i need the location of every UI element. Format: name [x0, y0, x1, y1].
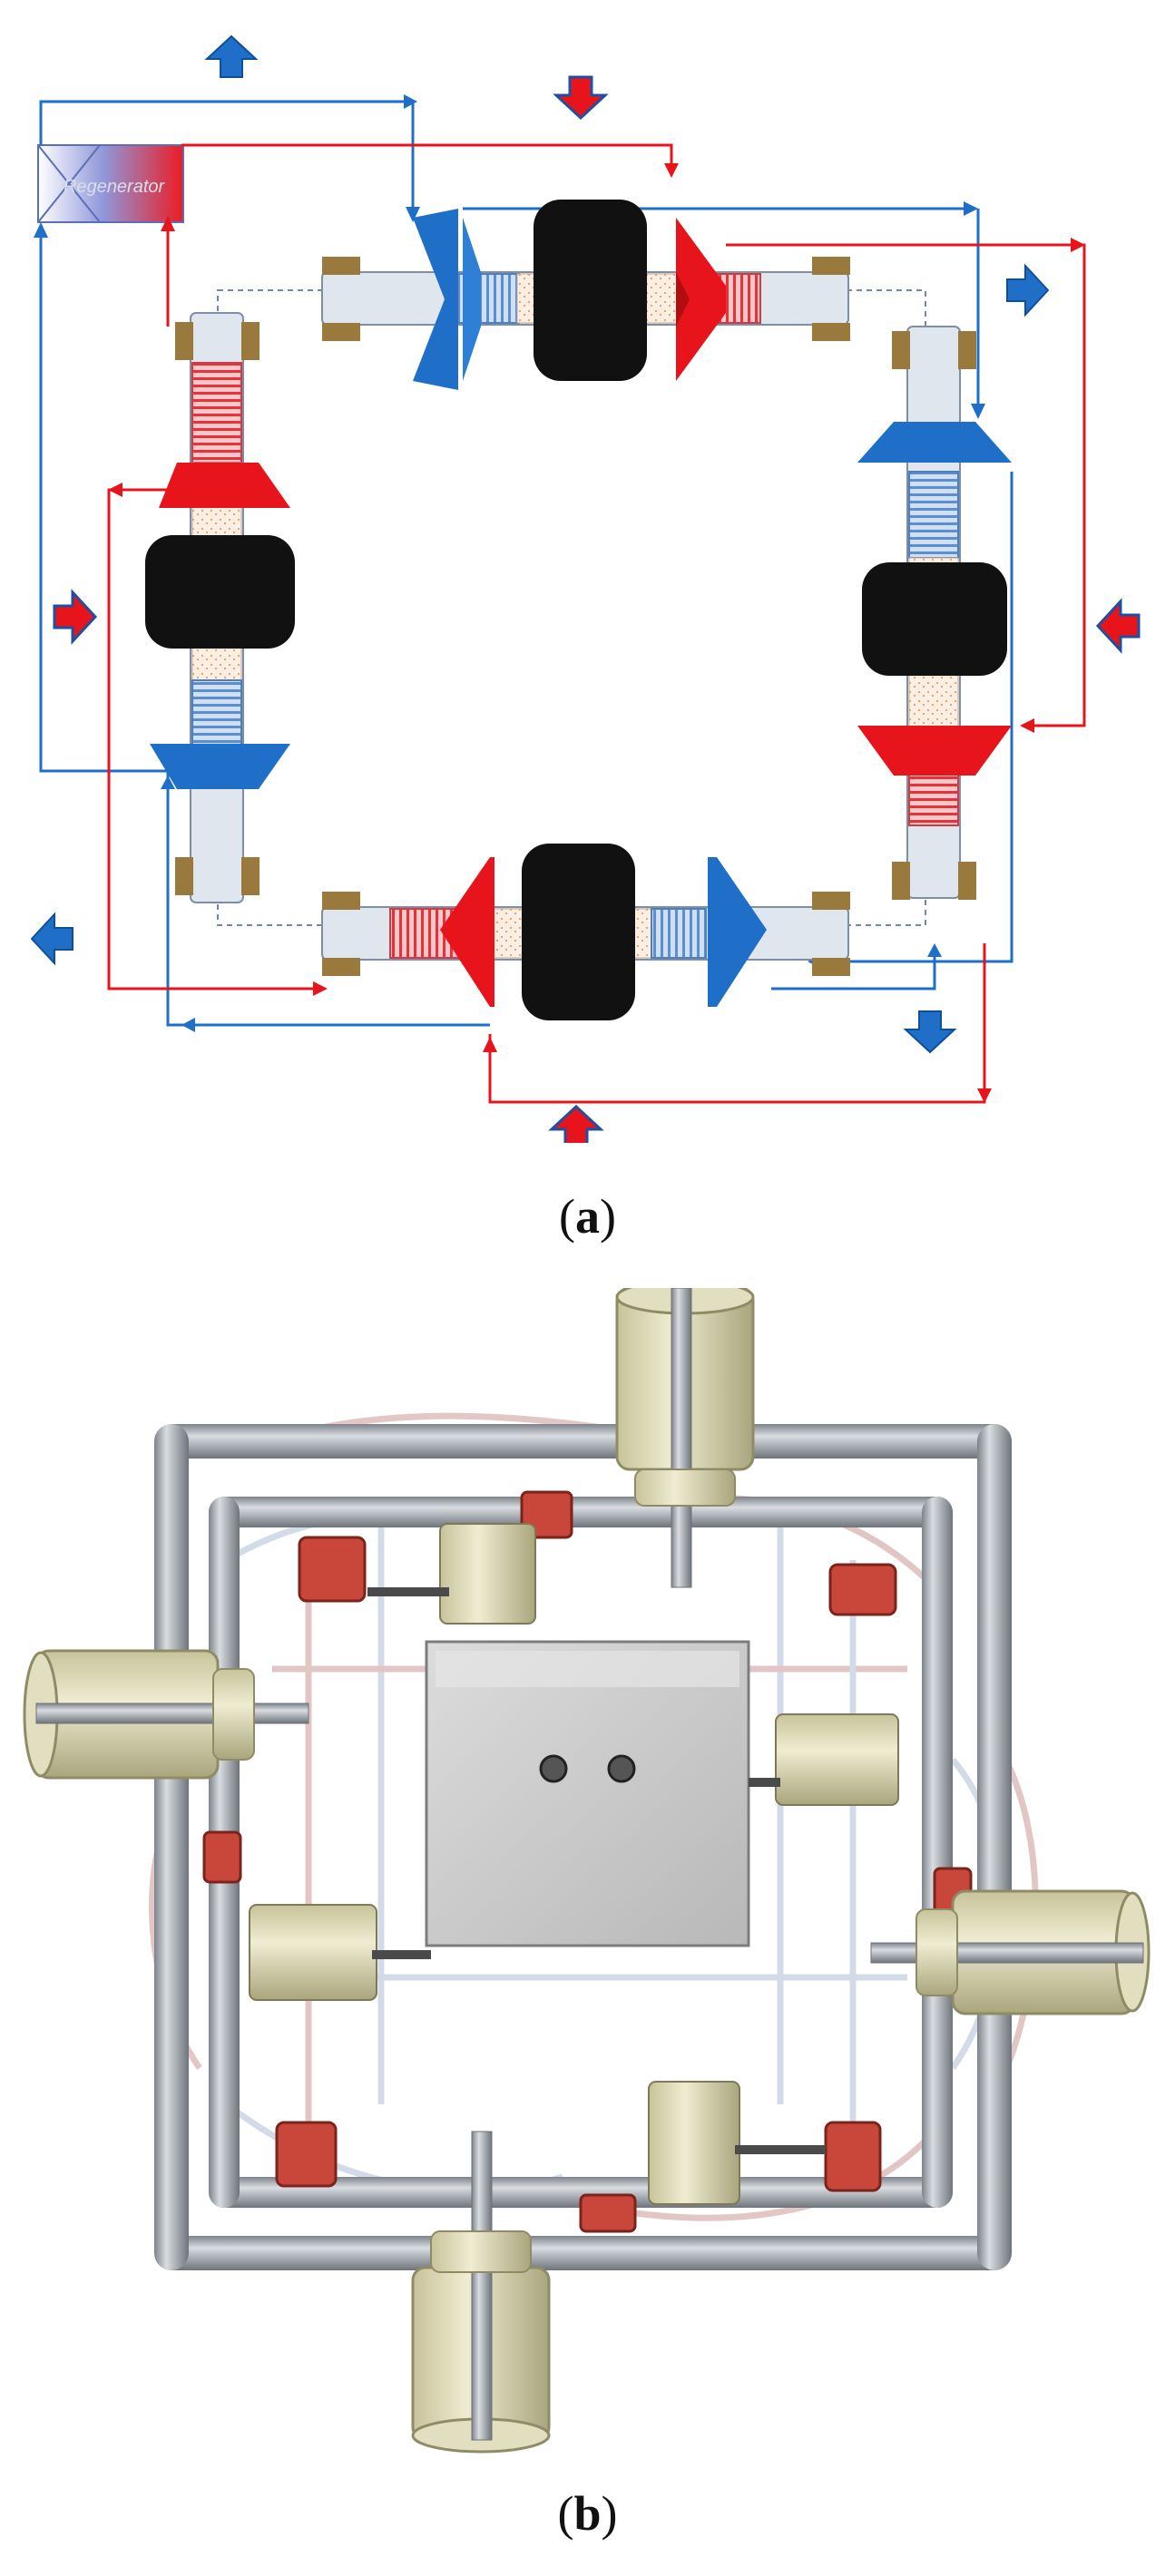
power-cylinder-top [615, 1288, 755, 1588]
caption-b-close: ) [601, 2486, 618, 2541]
blue-outflow-arrow-right-top [1006, 263, 1050, 317]
engine-3d-render [23, 1288, 1151, 2454]
inner-dashed-loop [217, 289, 926, 926]
caption-b-letter: b [573, 2486, 602, 2541]
schematic-diagram: Regenerator [30, 34, 1141, 1143]
right-shaft-unit [857, 326, 1012, 900]
top-shaft-unit [321, 200, 850, 390]
red-inflow-arrow-bottom [548, 1104, 604, 1143]
caption-a: (a) [0, 1188, 1175, 1244]
regenerator: Regenerator [37, 144, 184, 223]
red-inflow-arrow-left [53, 589, 98, 645]
caption-b-open: ( [557, 2486, 574, 2541]
caption-a-open: ( [559, 1189, 575, 1244]
blue-outflow-arrow-left [30, 912, 73, 966]
power-cylinder-bottom [411, 2131, 551, 2454]
caption-a-letter: a [575, 1189, 600, 1244]
outer-pipe-frame [154, 1424, 1012, 2270]
power-cylinder-left [23, 1649, 309, 1780]
connecting-rods [367, 1587, 826, 2154]
blue-outflow-arrow-bottom [903, 1010, 957, 1054]
heat-exchangers [202, 1490, 973, 2233]
caption-b: (b) [0, 2485, 1175, 2542]
blue-outflow-arrow-top [204, 34, 259, 78]
bottom-shaft-unit [321, 844, 850, 1020]
regenerator-label: Regenerator [64, 177, 166, 197]
red-inflow-arrow-top [553, 75, 609, 121]
cold-flow-lines [39, 100, 1013, 1027]
caption-a-close: ) [600, 1189, 616, 1244]
hot-flow-lines [107, 143, 1086, 1104]
red-inflow-arrow-right [1095, 598, 1141, 654]
regenerator-modules [249, 1523, 899, 2205]
power-cylinder-right [870, 1889, 1151, 2015]
central-block [425, 1640, 750, 1947]
left-shaft-unit [145, 312, 295, 903]
